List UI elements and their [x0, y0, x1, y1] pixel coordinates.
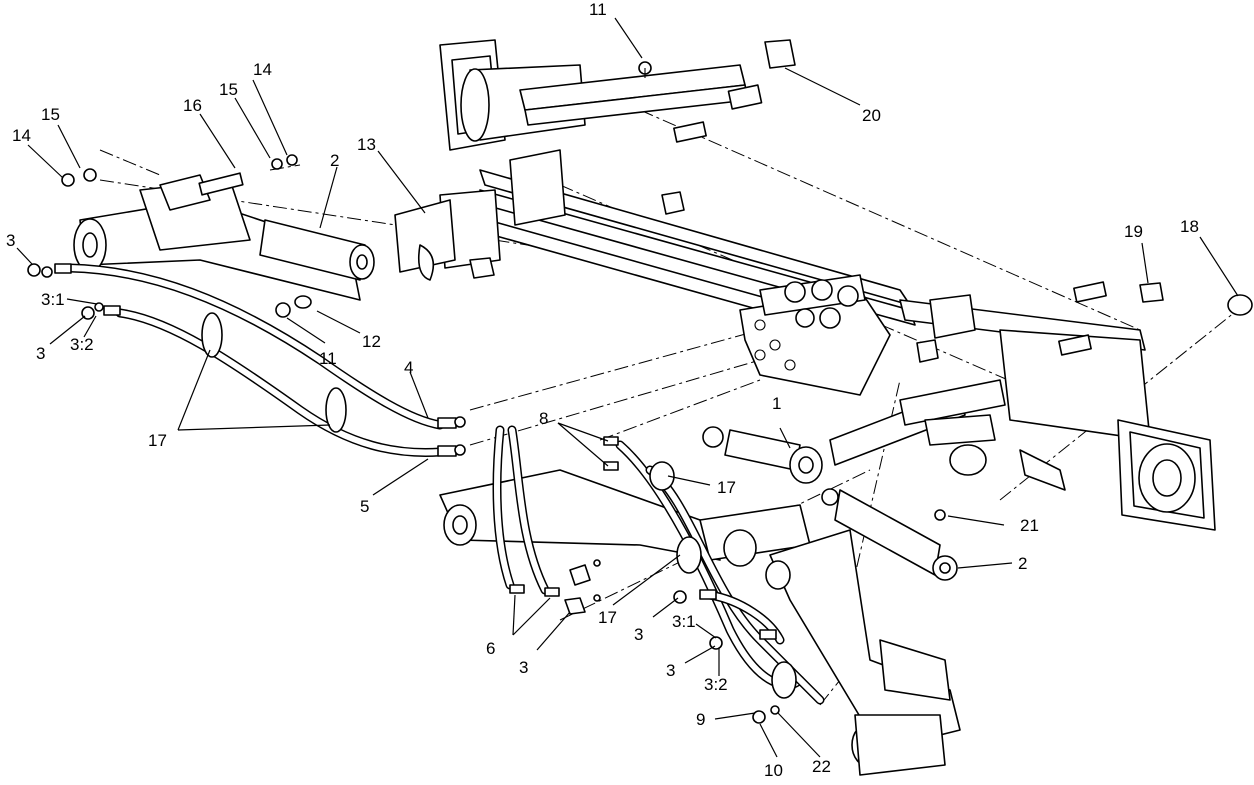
valve-block: [739, 274, 891, 396]
callout-labels: 1 2 2 3 3 3 3 3 3:1 3:1 3:2 3:2 4 5 6 8 …: [6, 0, 1199, 780]
callout-16: 16: [183, 96, 202, 115]
callout-11-top: 11: [589, 0, 607, 19]
callout-6: 6: [486, 639, 495, 658]
callout-4: 4: [404, 358, 413, 377]
callout-9: 9: [696, 710, 705, 729]
callout-15-a: 15: [41, 105, 60, 124]
center-cylinders: [702, 379, 1006, 581]
callout-10: 10: [764, 761, 783, 780]
callout-22: 22: [812, 757, 831, 776]
fittings: [27, 39, 1253, 724]
callout-17-left: 17: [148, 431, 167, 450]
callout-21: 21: [1020, 516, 1039, 535]
callout-3-b: 3: [36, 344, 45, 363]
callout-2-left: 2: [330, 151, 339, 170]
callout-18: 18: [1180, 217, 1199, 236]
callout-3-e: 3: [666, 661, 675, 680]
callout-3-c: 3: [519, 658, 528, 677]
leader-lines: [16, 17, 1239, 758]
callout-14-b: 14: [253, 60, 272, 79]
callout-14-a: 14: [12, 126, 31, 145]
right-swing-arm: [439, 469, 961, 776]
callout-3-2-right: 3:2: [704, 675, 728, 694]
callout-3-1-left: 3:1: [41, 290, 65, 309]
callout-3-a: 3: [6, 231, 15, 250]
callout-1: 1: [772, 394, 781, 413]
callout-17-upper-right: 17: [717, 478, 736, 497]
callout-15-b: 15: [219, 80, 238, 99]
callout-19: 19: [1124, 222, 1143, 241]
callout-11-left: 11: [319, 349, 337, 368]
callout-3-d: 3: [634, 625, 643, 644]
callout-3-1-right: 3:1: [672, 612, 696, 631]
callout-12: 12: [362, 332, 381, 351]
callout-17-lower: 17: [598, 608, 617, 627]
callout-2-right: 2: [1018, 554, 1027, 573]
callout-8: 8: [539, 409, 548, 428]
callout-3-2-left: 3:2: [70, 335, 94, 354]
callout-5: 5: [360, 497, 369, 516]
callout-20: 20: [862, 106, 881, 125]
left-swing-arm: [73, 172, 456, 301]
callout-13: 13: [357, 135, 376, 154]
